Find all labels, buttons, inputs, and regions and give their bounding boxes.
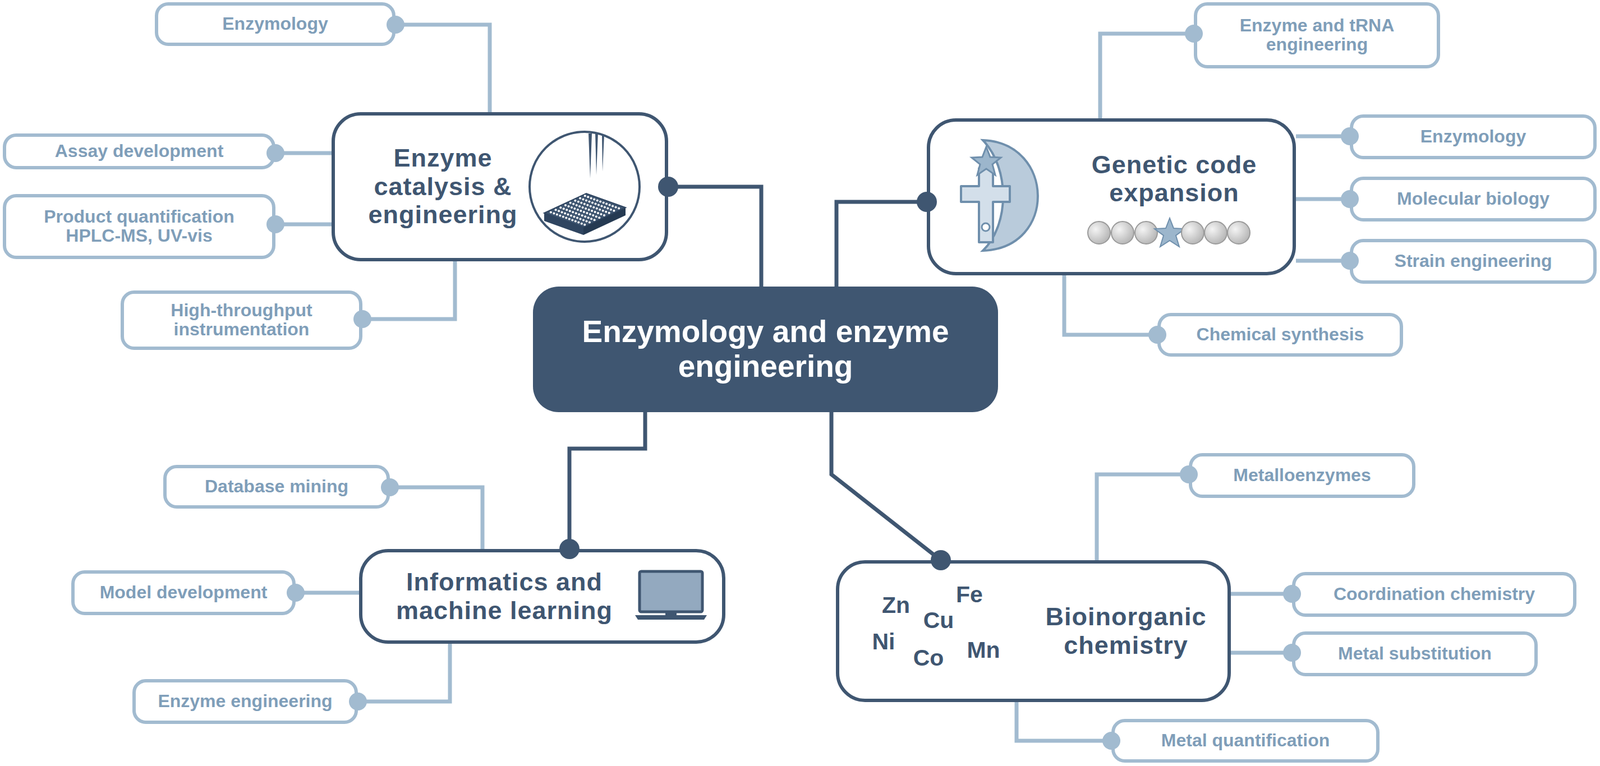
node-text: Metal quantification (1153, 731, 1338, 751)
connector-line (362, 261, 455, 320)
node-text: Metal substitution (1330, 644, 1500, 664)
leaf-box: Metal quantification (1111, 719, 1380, 763)
node-text: Enzyme and tRNA engineering (1197, 16, 1437, 54)
leaf-box: Model development (71, 570, 296, 616)
node-text: Enzymology and enzyme engineering (552, 314, 979, 384)
element-symbol: Fe (955, 581, 983, 609)
connector-line (389, 487, 483, 550)
connector-line (395, 24, 490, 113)
connector-line (836, 201, 927, 287)
branch-box: Enzyme catalysis & engineering (331, 112, 669, 262)
connector-line (569, 412, 646, 550)
leaf-box: Chemical synthesis (1157, 313, 1404, 357)
node-text: Bioinorganic chemistry (1021, 563, 1231, 700)
connector-line (1295, 259, 1350, 264)
main-connector (658, 176, 762, 287)
branch-box: Genetic code expansion (926, 118, 1296, 276)
leaf-box: Assay development (2, 133, 276, 170)
connector-line (1100, 33, 1194, 119)
branch-connector (1064, 275, 1167, 344)
branch-connector (286, 584, 360, 602)
element-symbol: Zn (881, 592, 910, 619)
leaf-box: Strain engineering (1349, 238, 1597, 284)
leaf-box: High-throughput instrumentation (120, 290, 363, 351)
node-text: Enzyme catalysis & engineering (346, 115, 540, 259)
connector-line (295, 591, 360, 596)
node-text: Enzymology (214, 14, 336, 34)
element-symbol: Mn (966, 637, 1000, 664)
leaf-box: Database mining (163, 465, 390, 509)
node-text: Product quantification HPLC-MS, UV-vis (6, 207, 273, 246)
branch-connector (266, 144, 332, 163)
leaf-box: Enzymology (154, 2, 396, 47)
branch-box: Informatics and machine learning (359, 549, 726, 645)
node-text: Genetic code expansion (1064, 136, 1284, 222)
connector-line (1064, 275, 1158, 335)
leaf-box: Product quantification HPLC-MS, UV-vis (2, 194, 276, 260)
leaf-box: Metalloenzymes (1188, 453, 1416, 499)
main-connector (559, 412, 646, 560)
leaf-box: Metal substitution (1292, 631, 1538, 677)
leaf-box: Coordination chemistry (1292, 572, 1577, 618)
connector-line (275, 151, 332, 156)
branch-connector (1230, 644, 1301, 662)
connector-line (668, 186, 762, 287)
node-text: High-throughput instrumentation (123, 301, 360, 339)
branch-connector (353, 261, 455, 329)
node-text: Strain engineering (1386, 251, 1561, 271)
connector-line (1230, 651, 1293, 656)
branch-connector (1016, 702, 1121, 751)
connector-line (1096, 474, 1189, 561)
branch-connector (1096, 465, 1198, 561)
branch-connector (386, 15, 490, 113)
element-symbol: Ni (872, 628, 896, 656)
leaf-box: Enzymology (1349, 114, 1597, 160)
node-text: Model development (92, 583, 276, 603)
branch-connector (1230, 585, 1301, 604)
node-text: Database mining (196, 477, 357, 497)
node-text: Metalloenzymes (1225, 466, 1379, 486)
connector-line (1295, 197, 1350, 202)
node-text: Molecular biology (1389, 189, 1558, 209)
branch-box: Bioinorganic chemistry (835, 560, 1231, 703)
node-text: Chemical synthesis (1188, 325, 1373, 345)
connector-line (1295, 134, 1350, 139)
main-connector (831, 412, 951, 571)
connector-line (357, 644, 450, 702)
main-connector (836, 191, 937, 287)
connector-line (1230, 592, 1293, 597)
central-topic-box: Enzymology and enzyme engineering (532, 286, 999, 413)
branch-connector (348, 644, 450, 711)
leaf-box: Molecular biology (1349, 176, 1597, 222)
connector-line (1016, 702, 1112, 742)
leaf-box: Enzyme engineering (132, 679, 358, 725)
element-symbol: Co (913, 645, 945, 672)
branch-connector (380, 478, 483, 550)
node-text: Coordination chemistry (1325, 585, 1543, 605)
node-text: Assay development (47, 141, 232, 162)
connector-line (275, 222, 332, 227)
connector-line (831, 412, 941, 561)
element-symbol: Cu (923, 607, 955, 634)
node-text: Informatics and machine learning (372, 552, 637, 641)
leaf-box: Enzyme and tRNA engineering (1193, 2, 1441, 69)
node-text: Enzymology (1412, 127, 1534, 147)
branch-connector (1100, 24, 1203, 119)
branch-connector (266, 215, 332, 234)
node-text: Enzyme engineering (149, 692, 340, 712)
